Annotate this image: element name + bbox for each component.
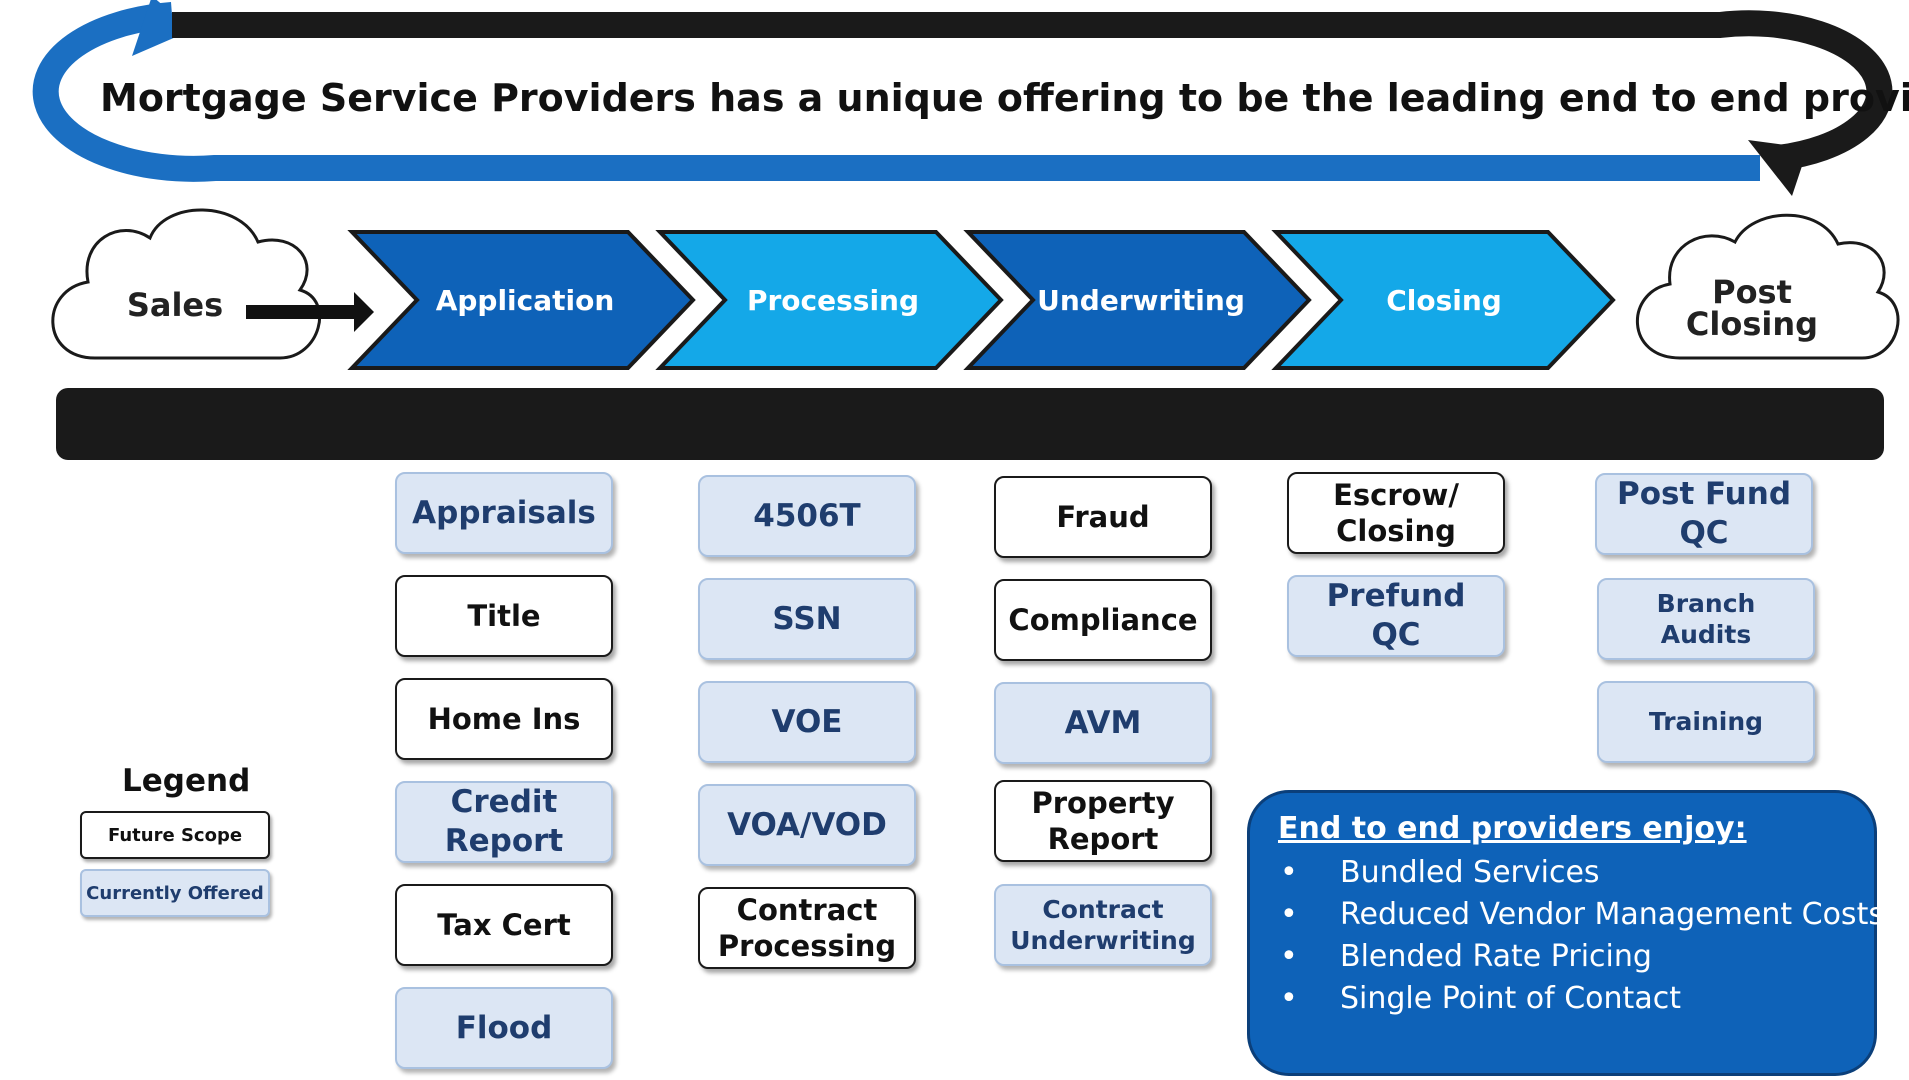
post-closing-label-2: Closing <box>1686 305 1818 343</box>
legend-title: Legend <box>122 763 251 799</box>
service-compliance: Compliance <box>994 579 1212 661</box>
chevron-application <box>347 230 696 370</box>
headline: Mortgage Service Providers has a unique … <box>100 76 1909 120</box>
sales-arrow-shaft <box>246 305 356 319</box>
cycle-arc-blue <box>32 2 1760 182</box>
service-4506t: 4506T <box>698 475 916 557</box>
chevron-processing <box>655 230 1004 370</box>
cycle-arrowhead-blue <box>132 0 192 56</box>
cycle-arrowhead-black <box>1748 140 1808 196</box>
cycle-arc-black <box>172 10 1893 171</box>
service-flood: Flood <box>395 987 613 1069</box>
service-escrow-closing: Escrow/Closing <box>1287 472 1505 554</box>
cycle-arrow <box>32 0 1893 196</box>
service-prefund-qc: Prefund QC <box>1287 575 1505 657</box>
chevron-underwriting-label: Underwriting <box>1037 284 1245 317</box>
chevron-closing <box>1271 230 1616 370</box>
service-voa-vod: VOA/VOD <box>698 784 916 866</box>
service-appraisals: Appraisals <box>395 472 613 554</box>
benefit-item: Single Point of Contact <box>1278 978 1874 1020</box>
legend-currently-offered: Currently Offered <box>80 869 270 917</box>
benefits-box: End to end providers enjoy: Bundled Serv… <box>1247 790 1884 1076</box>
sales-arrow-head <box>354 292 374 332</box>
legend-future-scope: Future Scope <box>80 811 270 859</box>
service-tax-cert: Tax Cert <box>395 884 613 966</box>
service-training: Training <box>1597 681 1815 763</box>
process-flow: Sales Application Processing Underwritin… <box>51 208 1900 370</box>
sales-cloud <box>51 208 322 360</box>
service-title: Title <box>395 575 613 657</box>
chevron-application-label: Application <box>436 284 615 317</box>
benefits-title: End to end providers enjoy: <box>1278 811 1747 846</box>
service-voe: VOE <box>698 681 916 763</box>
service-ssn: SSN <box>698 578 916 660</box>
chevron-processing-label: Processing <box>747 284 919 317</box>
chevron-underwriting <box>963 230 1312 370</box>
benefit-item: Bundled Services <box>1278 852 1874 894</box>
service-avm: AVM <box>994 682 1212 764</box>
post-closing-label-1: Post <box>1712 273 1792 311</box>
benefit-item: Reduced Vendor Management Costs <box>1278 894 1884 936</box>
divider-bar <box>56 388 1884 460</box>
post-closing-cloud <box>1635 213 1900 360</box>
benefit-item: Blended Rate Pricing <box>1278 936 1874 978</box>
benefits-list: Bundled Services Reduced Vendor Manageme… <box>1278 852 1884 1020</box>
service-fraud: Fraud <box>994 476 1212 558</box>
sales-label: Sales <box>127 286 223 324</box>
service-home-ins: Home Ins <box>395 678 613 760</box>
chevron-closing-label: Closing <box>1386 284 1502 317</box>
